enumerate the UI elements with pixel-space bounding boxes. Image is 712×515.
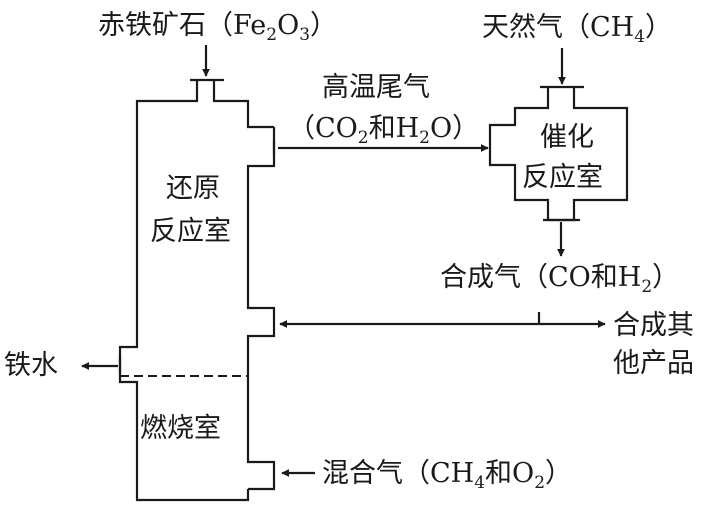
mixed-gas-label: 混合气（CH4和O2） <box>322 458 572 493</box>
ore-label: 赤铁矿石（Fe2O3） <box>98 10 337 45</box>
tail-gas-label-line2: （CO2和H2O） <box>288 113 479 148</box>
inlet-neck-right <box>212 80 274 129</box>
other-products-label-line1: 合成其 <box>613 310 694 341</box>
combustion-chamber-label: 燃烧室 <box>140 413 221 444</box>
molten-iron-label: 铁水 <box>4 350 58 381</box>
reactor-right-wall <box>246 127 276 491</box>
catalytic-reactor-label-line2: 反应室 <box>522 162 603 193</box>
catalytic-reactor-vessel <box>488 85 629 222</box>
tail-gas-label-line1: 高温尾气 <box>322 72 430 103</box>
other-products-label-line2: 他产品 <box>613 348 694 379</box>
catalytic-reactor-label-line1: 催化 <box>540 122 594 153</box>
reduction-reactor-label-line1: 还原 <box>166 173 220 204</box>
reduction-reactor-label-line2: 反应室 <box>150 216 231 247</box>
syngas-label: 合成气（CO和H2） <box>440 262 679 297</box>
natural-gas-label: 天然气（CH4） <box>482 12 672 47</box>
